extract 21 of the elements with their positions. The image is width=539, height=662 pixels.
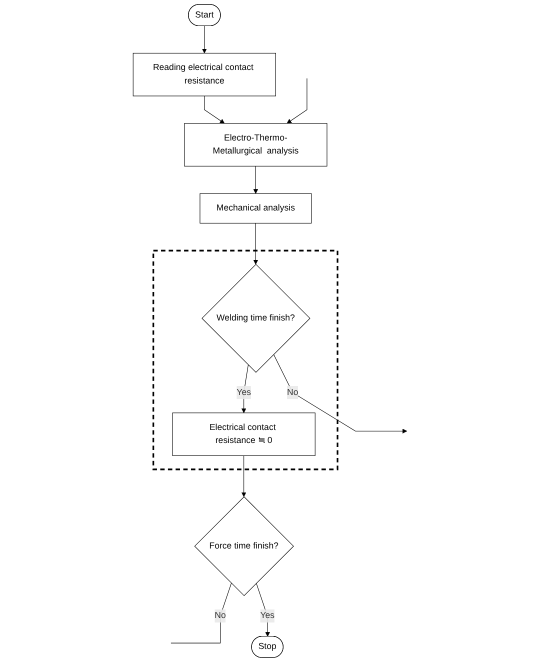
arrow [253,166,258,194]
node-box: Mechanical analysis [200,193,312,224]
connector [170,582,232,644]
arrow [202,26,207,54]
arrow [286,78,308,124]
edge-label: Yes [260,611,275,620]
node-diamond: Force time finish? [194,496,294,596]
node-box: Electro-Thermo-Metallurgical analysis [184,123,328,166]
arrow [256,582,270,637]
arrow [253,222,258,265]
arrow [273,354,408,434]
edge-label: No [287,388,298,397]
node-diamond: Welding time finish? [202,264,310,373]
node-box: Reading electrical contact resistance [132,52,276,96]
node-box: Electrical contact resistance ≒ 0 [172,412,316,456]
edge-label: No [214,611,226,620]
arrow [241,364,249,414]
cluster [152,250,338,470]
arrow [241,455,246,497]
arrow [204,96,225,124]
edge-label: Yes [236,388,251,397]
